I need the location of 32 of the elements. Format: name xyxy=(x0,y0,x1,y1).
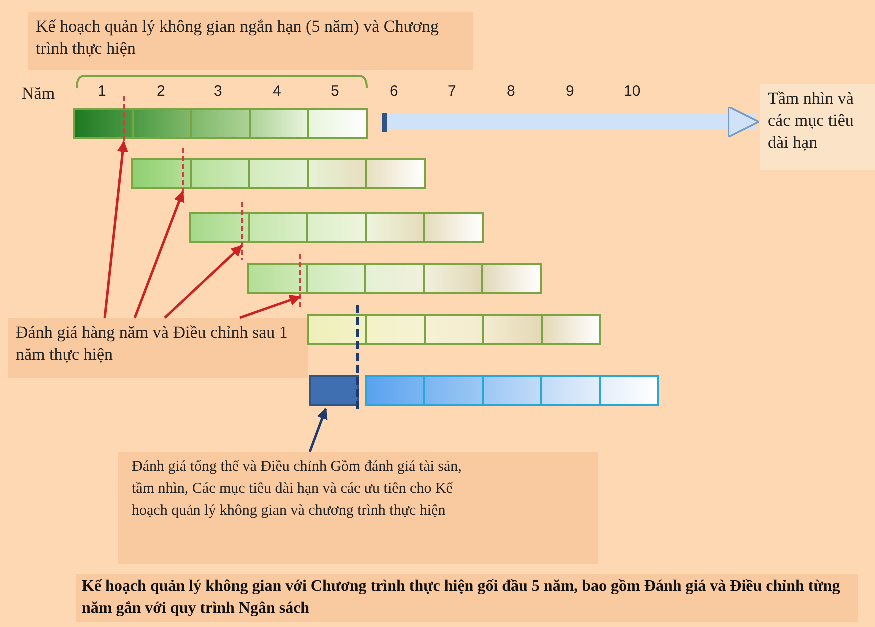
arrow xyxy=(308,408,328,452)
year-number: 10 xyxy=(624,83,641,100)
arrow xyxy=(104,140,128,318)
axis-label: Năm xyxy=(22,84,56,104)
period-block xyxy=(309,375,359,406)
year-number: 8 xyxy=(507,83,516,100)
timeline-bar xyxy=(75,108,368,139)
callout-text: Tầm nhìn và các mục tiêu dài hạn xyxy=(768,88,855,154)
callout-text: Đánh giá hàng năm và Điều chỉnh sau 1 năm thực hiện xyxy=(16,322,289,366)
caption-text: Kế hoạch quản lý không gian với Chương trình thực hiện gối đầu 5 năm, bao gồm Đánh giá và Điều chỉnh từng năm gắn với quy trình Ngân sách xyxy=(76,574,858,622)
year-number: 4 xyxy=(273,83,282,100)
timeline-bar xyxy=(367,375,659,406)
timeline-bar xyxy=(133,158,426,189)
year-number: 5 xyxy=(331,83,340,100)
year-number: 3 xyxy=(214,83,222,100)
callout-text: Đánh giá tổng thể và Điều chỉnh Gồm đánh giá tài sản, tầm nhìn, Các mục tiêu dài hạn và các ưu tiên cho Kế hoạch quản lý không gian và chương trình thực hiện xyxy=(132,458,463,521)
year-number: 6 xyxy=(390,83,398,100)
timeline-bar xyxy=(309,314,601,345)
year-number: 7 xyxy=(448,83,456,100)
year-number: 1 xyxy=(98,83,106,100)
heading-text: Kế hoạch quản lý không gian ngắn hạn (5 năm) và Chương trình thực hiện xyxy=(36,16,440,60)
arrow xyxy=(164,245,243,319)
callout-box xyxy=(118,452,598,564)
year-number: 2 xyxy=(157,83,166,100)
block-arrow xyxy=(388,106,760,138)
timeline-bar xyxy=(191,212,484,243)
arrow xyxy=(134,190,185,318)
year-number: 9 xyxy=(566,83,574,100)
arrow xyxy=(240,295,302,320)
timeline-bar xyxy=(249,263,542,294)
note-box xyxy=(760,84,875,170)
callout-box xyxy=(8,318,308,378)
